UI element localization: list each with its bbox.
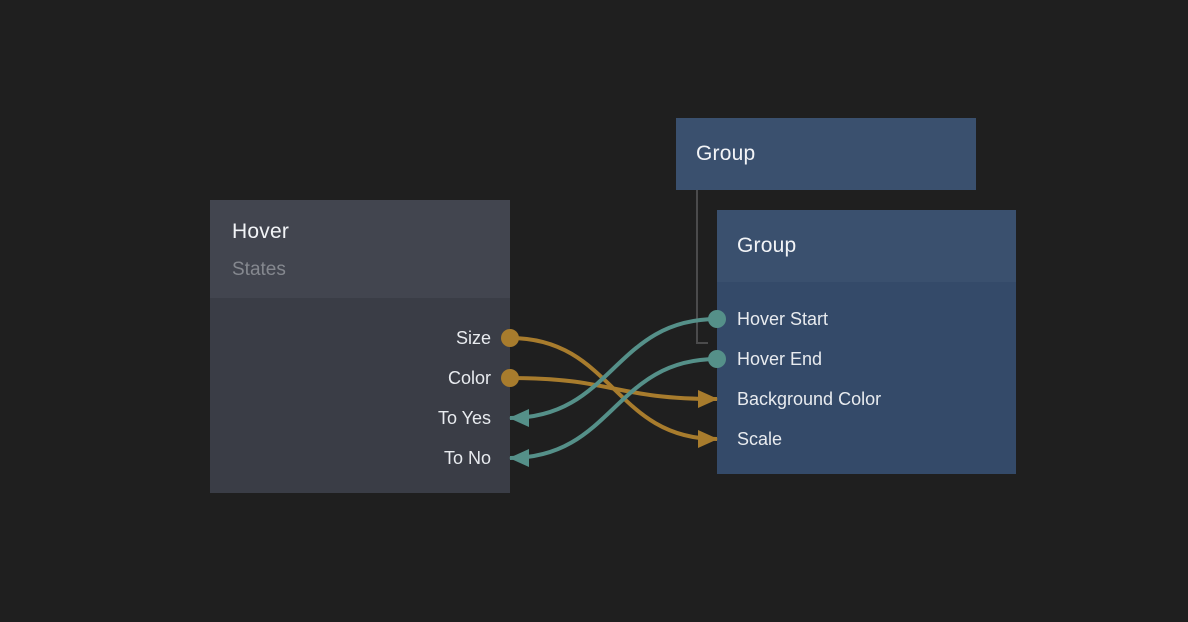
node-subtitle: States xyxy=(232,259,286,280)
port-row-size[interactable]: Size xyxy=(210,318,510,358)
port-label-color: Color xyxy=(447,367,491,388)
port-row-to-yes[interactable]: To Yes xyxy=(210,398,510,438)
port-row-scale[interactable]: Scale xyxy=(717,419,1016,459)
port-label-to-yes: To Yes xyxy=(437,407,491,428)
port-row-color[interactable]: Color xyxy=(210,358,510,398)
port-row-background-color[interactable]: Background Color xyxy=(717,379,1016,419)
port-label-to-no: To No xyxy=(443,447,491,468)
wire-hover-states.color-to-group-main.background-color[interactable] xyxy=(509,376,718,401)
wire-group-main.hover-end-to-hover-states.to-no[interactable] xyxy=(509,357,718,460)
port-anchor-scale[interactable] xyxy=(716,438,718,440)
port-arrow-group-main.background-color[interactable] xyxy=(698,390,718,408)
wire-group-main.hover-start-to-hover-states.to-yes[interactable] xyxy=(509,317,718,420)
port-row-to-no[interactable]: To No xyxy=(210,438,510,478)
wire-hover-states.size-to-group-main.scale[interactable] xyxy=(509,336,718,441)
port-row-hover-start[interactable]: Hover Start xyxy=(717,299,1016,339)
port-arrow-hover-states.to-no[interactable] xyxy=(509,449,529,467)
port-label-hover-start: Hover Start xyxy=(737,308,829,329)
hierarchy-link xyxy=(696,190,708,344)
port-anchor-background-color[interactable] xyxy=(716,398,718,400)
port-arrow-hover-states.to-yes[interactable] xyxy=(509,409,529,427)
port-anchor-hover-start[interactable] xyxy=(716,318,718,320)
port-arrow-group-main.scale[interactable] xyxy=(698,430,718,448)
port-label-background-color: Background Color xyxy=(737,388,882,409)
node-header[interactable]: Group xyxy=(717,210,1016,282)
node-title: Hover xyxy=(232,220,290,243)
node-title: Group xyxy=(696,142,756,165)
port-anchor-color[interactable] xyxy=(509,377,511,379)
port-anchor-hover-end[interactable] xyxy=(716,358,718,360)
port-label-scale: Scale xyxy=(737,428,783,449)
port-anchor-to-yes[interactable] xyxy=(509,417,511,419)
port-label-hover-end: Hover End xyxy=(737,348,823,369)
port-anchor-to-no[interactable] xyxy=(509,457,511,459)
port-anchor-size[interactable] xyxy=(509,337,511,339)
port-label-size: Size xyxy=(455,327,491,348)
port-row-hover-end[interactable]: Hover End xyxy=(717,339,1016,379)
node-title: Group xyxy=(737,234,797,257)
node-header[interactable]: Hover States xyxy=(210,200,510,298)
node-group-collapsed[interactable]: Group xyxy=(676,118,976,190)
